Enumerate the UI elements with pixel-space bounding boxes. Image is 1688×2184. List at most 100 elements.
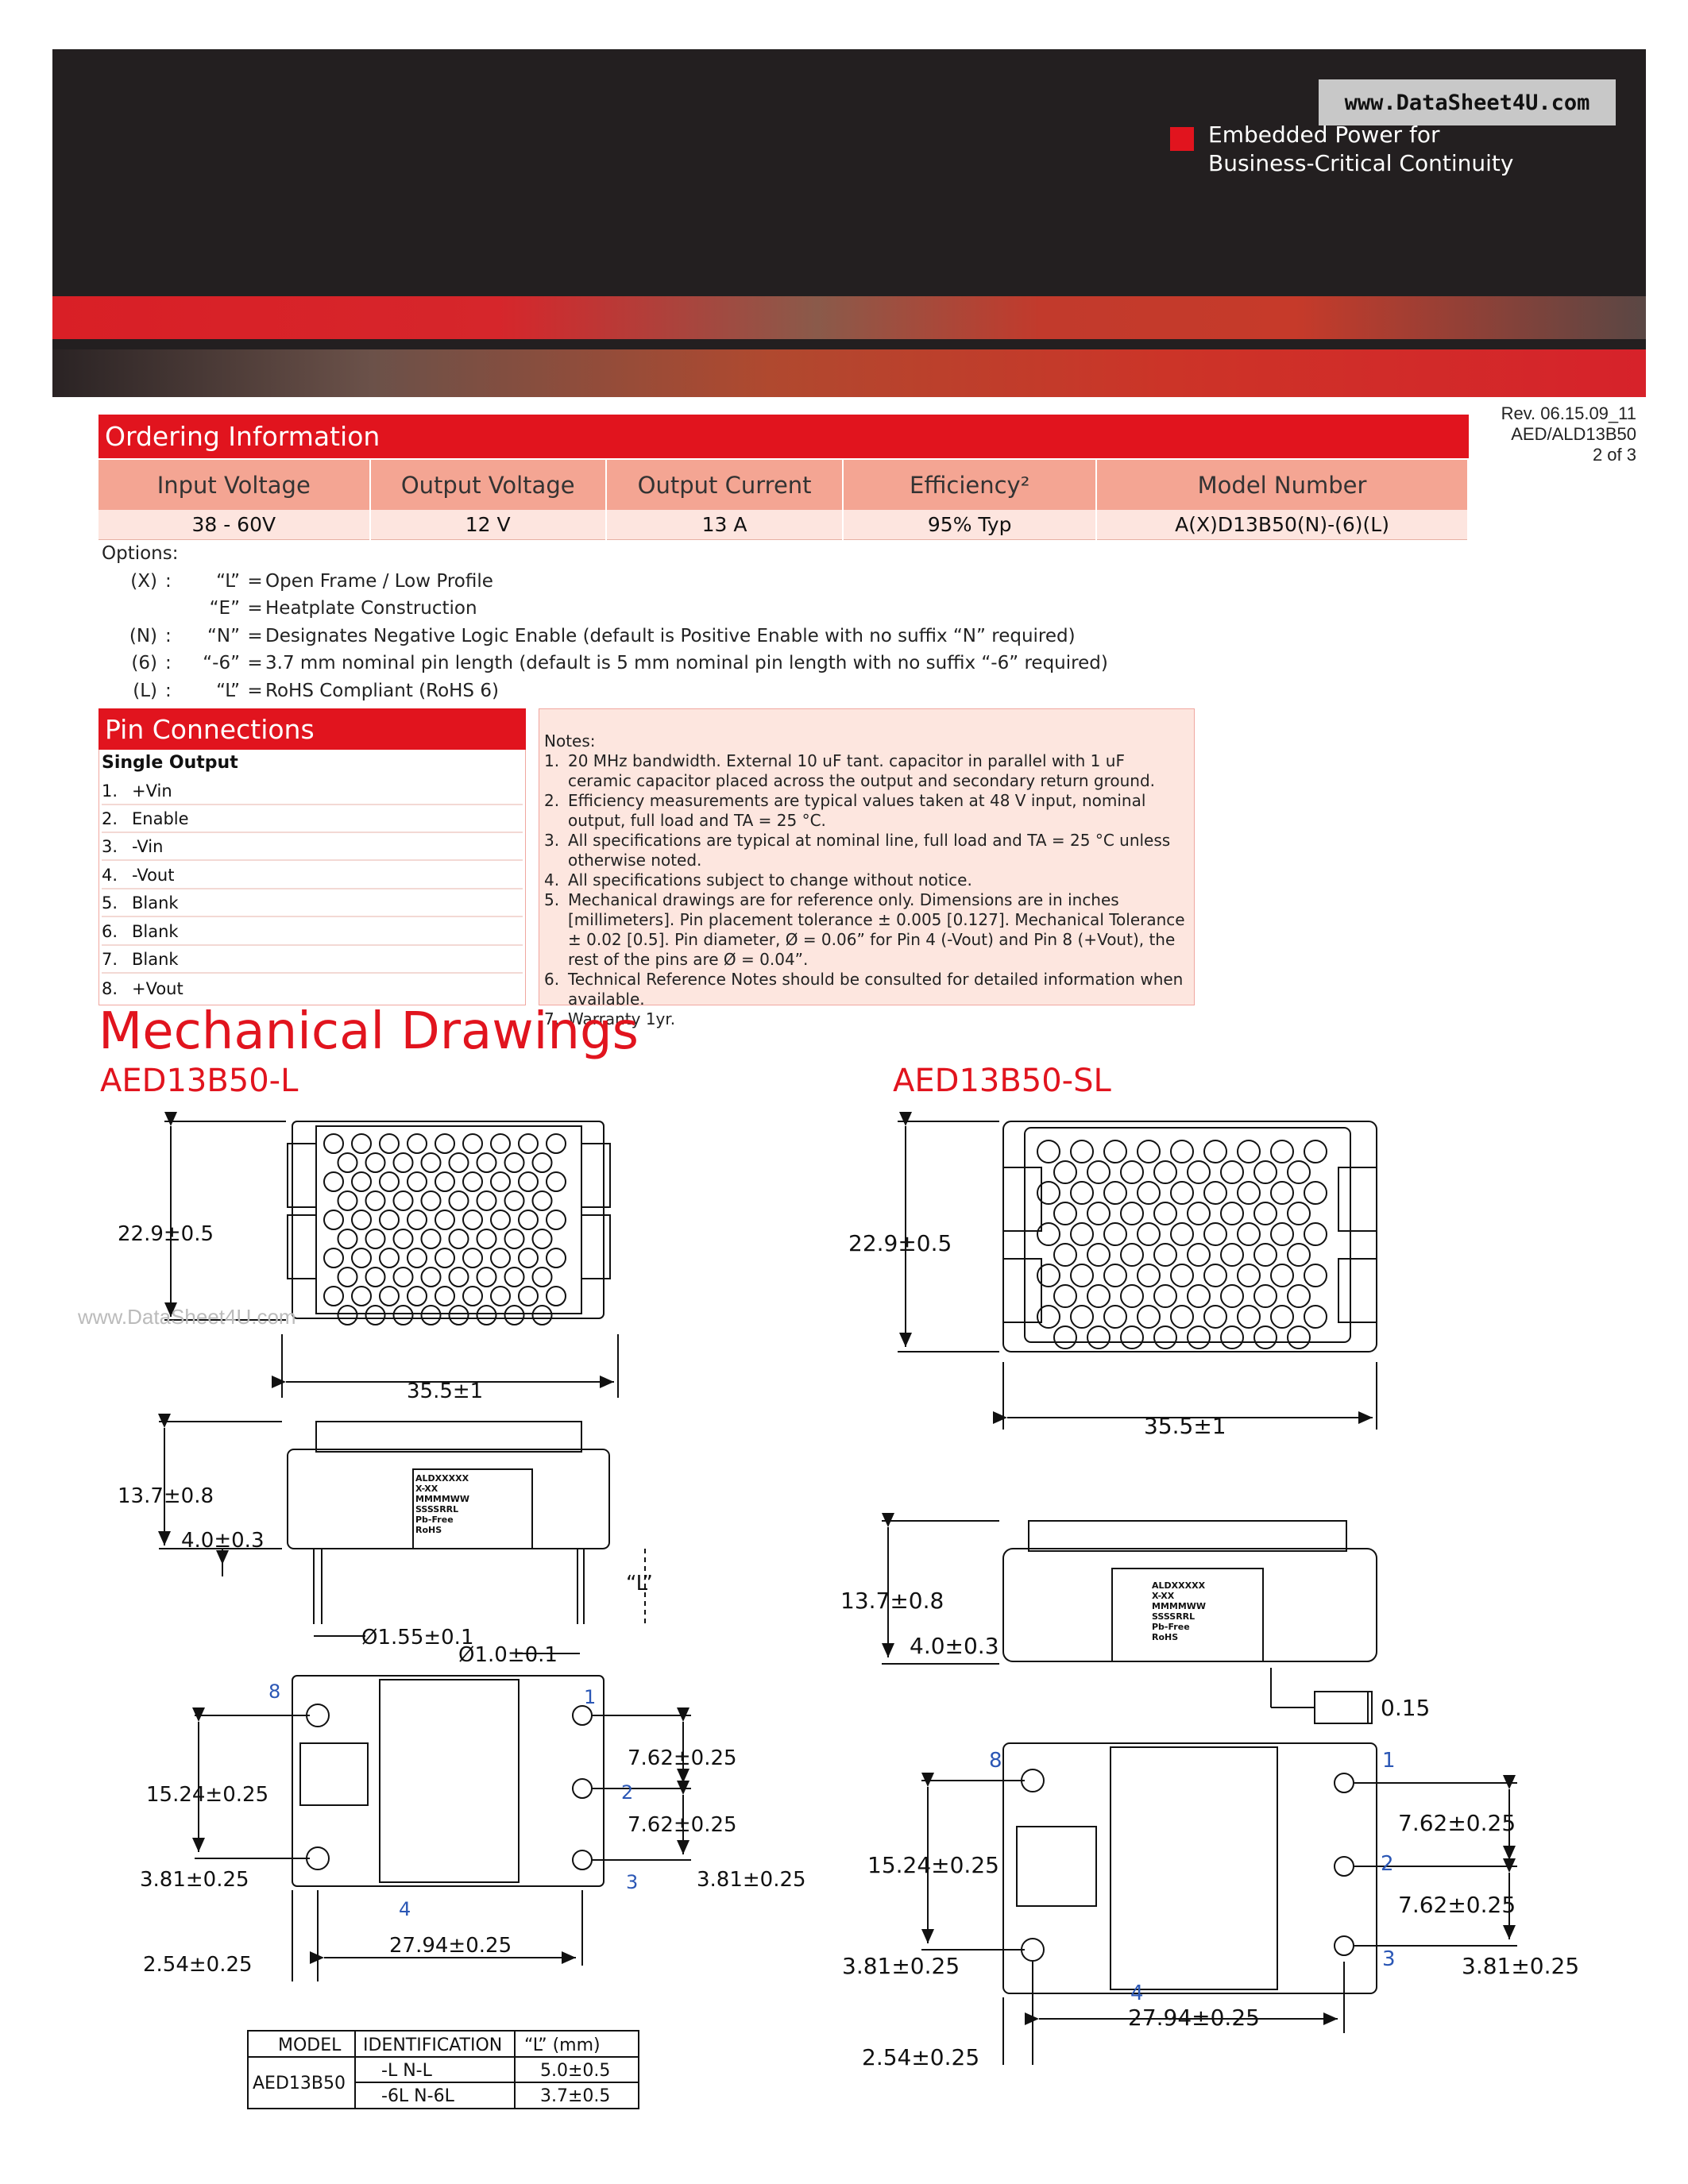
heatsink-hole <box>1287 1202 1311 1225</box>
list-item: 3.-Vin <box>102 834 523 861</box>
flatness-box <box>1314 1691 1373 1724</box>
heatsink-hole <box>1053 1284 1077 1308</box>
heatsink-hole <box>379 1210 400 1230</box>
table-id-row1: -L N-L <box>381 2061 433 2081</box>
table-L-row1: 5.0±0.5 <box>540 2061 610 2081</box>
heatsink-hole <box>462 1286 483 1306</box>
watermark-top[interactable]: www.DataSheet4U.com <box>1319 79 1616 125</box>
heatsink-hole <box>1253 1202 1277 1225</box>
heatsink-hole <box>435 1133 455 1154</box>
dim-pitch1-left: 7.62±0.25 <box>628 1746 737 1770</box>
model-table <box>247 2030 639 2109</box>
heatsink-hole <box>435 1210 455 1230</box>
heatsink-hole <box>1120 1284 1144 1308</box>
bottom-view-right <box>1002 1742 1377 1994</box>
label-line: SSSSRRL <box>415 1504 458 1515</box>
header-stripe <box>52 296 1646 339</box>
heatsink-hole <box>1070 1264 1094 1287</box>
heatsink-hole <box>1037 1181 1060 1205</box>
dim-side-height-left: 13.7±0.8 <box>118 1484 214 1508</box>
option-row: (N): “N”= Designates Negative Logic Enab… <box>102 623 1108 650</box>
heatsink-hole <box>1203 1264 1227 1287</box>
pin-name: Enable <box>132 809 189 828</box>
heatsink-hole <box>407 1171 427 1192</box>
label-line: Pb-Free <box>415 1515 454 1525</box>
dim-width-right: 35.5±1 <box>1144 1413 1226 1439</box>
note-item: 2.Efficiency measurements are typical va… <box>544 791 1188 831</box>
pin-number: 5. <box>102 893 118 913</box>
heatsink-hole <box>1237 1264 1261 1287</box>
heatsink-hole <box>518 1248 539 1268</box>
heatsink-hole <box>1287 1243 1311 1267</box>
note-text: Warranty 1yr. <box>568 1009 676 1028</box>
pin-connections-subtitle: Single Output <box>102 753 238 773</box>
heatsink-hole <box>337 1190 358 1211</box>
label-line: MMMMWW <box>415 1494 469 1504</box>
heatsink-hole <box>1253 1243 1277 1267</box>
heatsink-hole <box>462 1133 483 1154</box>
heatsink-hole <box>1203 1140 1227 1163</box>
option-desc: Open Frame / Low Profile <box>265 570 493 592</box>
heatsink-hole <box>379 1286 400 1306</box>
heatsink-hole <box>476 1229 497 1249</box>
heatsink-hole <box>365 1152 386 1173</box>
pin-label-4-right: 4 <box>1130 1981 1144 2005</box>
revision-block: Rev. 06.15.09_11 AED/ALD13B50 2 of 3 <box>1477 403 1636 465</box>
watermark-middle[interactable]: www.DataSheet4U.com <box>78 1305 296 1329</box>
option-desc: Heatplate Construction <box>265 598 477 619</box>
heatsink-hole <box>1137 1140 1161 1163</box>
heatsink-holes-left <box>323 1133 566 1325</box>
heatsink-hole <box>462 1210 483 1230</box>
heatsink-hole <box>407 1133 427 1154</box>
heatsink-hole <box>365 1229 386 1249</box>
pin-number: 3. <box>102 837 118 856</box>
heatsink-hole <box>337 1305 358 1325</box>
dim-pin-big-left: Ø1.55±0.1 <box>361 1626 474 1650</box>
heatsink-hole <box>1220 1325 1244 1349</box>
heatsink-hole <box>1153 1243 1177 1267</box>
heatsink-hole <box>1153 1160 1177 1184</box>
heatsink-hole <box>1120 1202 1144 1225</box>
list-item: 4.-Vout <box>102 862 523 889</box>
heatsink-hole <box>462 1171 483 1192</box>
table-model: AED13B50 <box>253 2074 346 2093</box>
heatsink-hole <box>448 1229 469 1249</box>
heatsink-hole <box>476 1152 497 1173</box>
top-view-outline-right <box>1002 1121 1377 1352</box>
heatsink-hole <box>392 1267 414 1287</box>
pin-name: +Vin <box>132 781 172 801</box>
option-code: “L” <box>216 680 240 701</box>
heatsink-hole <box>420 1152 442 1173</box>
heatsink-hole <box>1170 1264 1194 1287</box>
heatsink-hole <box>392 1152 414 1173</box>
heatsink-hole <box>1187 1202 1211 1225</box>
heatsink-hole <box>1270 1264 1294 1287</box>
heatsink-hole <box>323 1171 344 1192</box>
table-header-L: “L” (mm) <box>524 2035 601 2055</box>
heatsink-hole <box>1137 1305 1161 1329</box>
pin-label-4-left: 4 <box>399 1898 411 1920</box>
note-number: 3. <box>544 831 560 850</box>
heatsink-hole <box>337 1229 358 1249</box>
heatsink-hole <box>365 1305 386 1325</box>
heatsink-hole <box>518 1210 539 1230</box>
heatsink-hole <box>1287 1160 1311 1184</box>
heatsink-hole <box>1120 1160 1144 1184</box>
note-item: 1.20 MHz bandwidth. External 10 uF tant.… <box>544 751 1188 791</box>
cell-efficiency: 95% Typ <box>843 510 1098 540</box>
brand-square-icon <box>1170 127 1194 151</box>
heatsink-hole <box>351 1171 372 1192</box>
heatsink-hole <box>323 1210 344 1230</box>
pin-label-2-right: 2 <box>1381 1852 1394 1876</box>
page-number: 2 of 3 <box>1592 445 1636 465</box>
dim-edge-right-left: 3.81±0.25 <box>697 1868 806 1892</box>
heatsink-hole <box>420 1305 442 1325</box>
pin-name: Blank <box>132 922 179 941</box>
heatsink-hole <box>407 1210 427 1230</box>
heatsink-hole <box>504 1305 525 1325</box>
heatsink-hole <box>337 1267 358 1287</box>
option-row: “E”= Heatplate Construction <box>102 595 1108 623</box>
option-code: “E” <box>209 598 240 619</box>
pin-name: -Vout <box>132 866 175 885</box>
heatsink-hole <box>1120 1243 1144 1267</box>
